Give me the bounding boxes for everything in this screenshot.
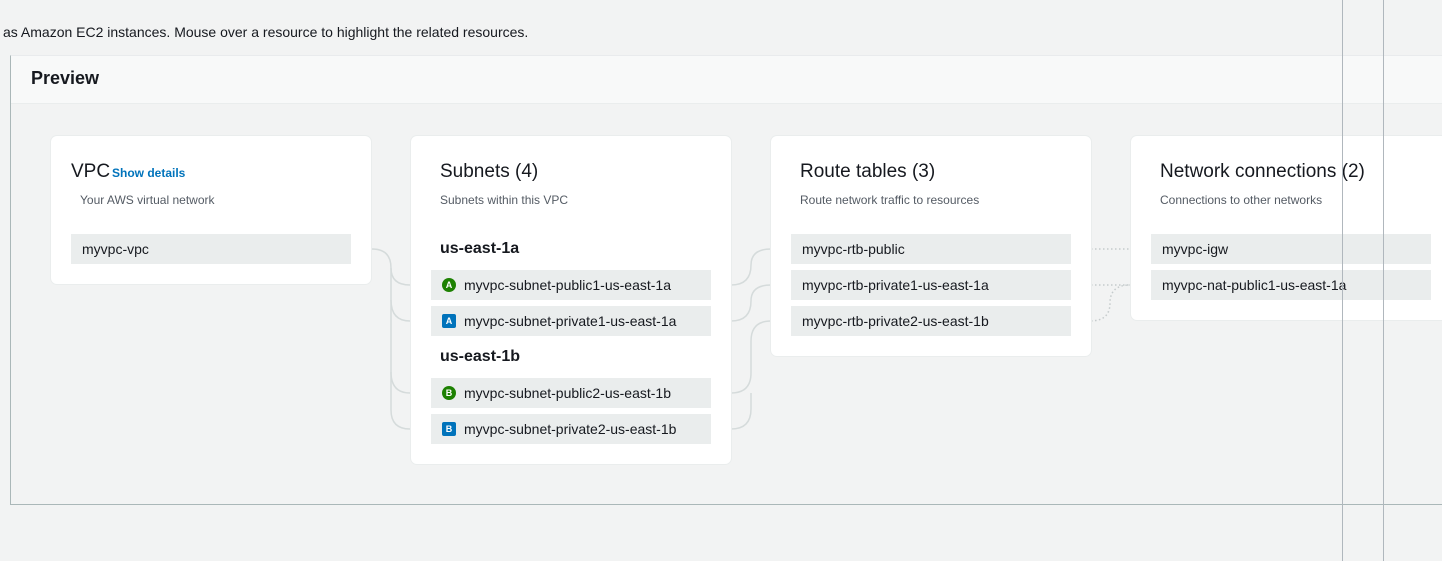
network-connection-item[interactable]: myvpc-nat-public1-us-east-1a — [1151, 270, 1431, 300]
subnet-item[interactable]: A myvpc-subnet-public1-us-east-1a — [431, 270, 711, 300]
route-table-item[interactable]: myvpc-rtb-private2-us-east-1b — [791, 306, 1071, 336]
divider-line — [1342, 0, 1343, 561]
subnets-card-title: Subnets (4) — [440, 161, 539, 182]
subnets-card-subtitle: Subnets within this VPC — [440, 193, 569, 207]
public-subnet-badge-icon: B — [442, 386, 456, 400]
route-tables-card-title: Route tables (3) — [800, 161, 936, 182]
subnet-item[interactable]: B myvpc-subnet-public2-us-east-1b — [431, 378, 711, 408]
preview-header: Preview — [11, 56, 1442, 104]
az-heading-us-east-1a: us-east-1a — [440, 240, 520, 257]
subnet-name: myvpc-subnet-public2-us-east-1b — [464, 385, 671, 401]
route-tables-card: Route tables (3) Route network traffic t… — [771, 136, 1091, 356]
network-connections-card-subtitle: Connections to other networks — [1160, 193, 1323, 207]
route-tables-card-subtitle: Route network traffic to resources — [800, 193, 980, 207]
preview-title: Preview — [31, 68, 100, 88]
public-subnet-badge-icon: A — [442, 278, 456, 292]
divider-line — [1383, 0, 1384, 561]
subnet-name: myvpc-subnet-private1-us-east-1a — [464, 313, 677, 329]
vpc-card-subtitle: Your AWS virtual network — [80, 193, 215, 207]
subnet-name: myvpc-subnet-private2-us-east-1b — [464, 421, 677, 437]
network-connections-card: Network connections (2) Connections to o… — [1131, 136, 1442, 320]
route-table-item[interactable]: myvpc-rtb-public — [791, 234, 1071, 264]
vpc-item[interactable]: myvpc-vpc — [71, 234, 351, 264]
intro-text: as Amazon EC2 instances. Mouse over a re… — [3, 24, 529, 40]
private-subnet-badge-icon: A — [442, 314, 456, 328]
private-subnet-badge-icon: B — [442, 422, 456, 436]
subnets-card: Subnets (4) Subnets within this VPC us-e… — [411, 136, 731, 464]
network-connections-card-title: Network connections (2) — [1160, 161, 1365, 182]
show-details-link[interactable]: Show details — [112, 166, 186, 180]
route-table-item[interactable]: myvpc-rtb-private1-us-east-1a — [791, 270, 1071, 300]
subnet-item[interactable]: B myvpc-subnet-private2-us-east-1b — [431, 414, 711, 444]
vpc-card: VPC Show details Your AWS virtual networ… — [51, 136, 371, 284]
az-heading-us-east-1b: us-east-1b — [440, 348, 521, 365]
subnet-item[interactable]: A myvpc-subnet-private1-us-east-1a — [431, 306, 711, 336]
subnet-name: myvpc-subnet-public1-us-east-1a — [464, 277, 671, 293]
vpc-card-title: VPC — [71, 161, 111, 182]
network-connection-item[interactable]: myvpc-igw — [1151, 234, 1431, 264]
